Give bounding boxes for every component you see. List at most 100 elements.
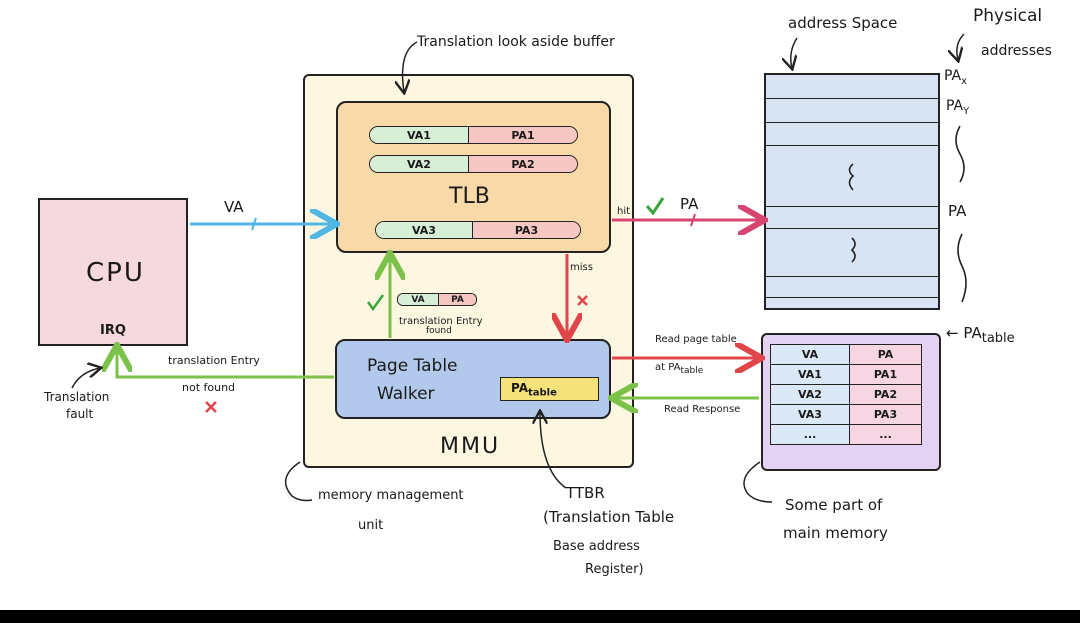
mem-divider (764, 297, 940, 298)
mmu-caption-line1: memory management (318, 488, 464, 503)
mem-divider (764, 145, 940, 146)
page-table-va: ... (770, 424, 850, 445)
read-page-table-label-line2: at PAtable (655, 362, 703, 376)
table-row: ...... (770, 424, 922, 445)
cpu-label: CPU (86, 258, 145, 288)
tlb-entry-pa: PA1 (469, 127, 577, 143)
found-entry-va: VA (398, 294, 439, 305)
bottom-bar (0, 610, 1080, 623)
page-table-va: VA (770, 344, 850, 365)
cpu-box (38, 198, 188, 346)
not-found-cross-icon (205, 401, 217, 413)
mem-divider (764, 206, 940, 207)
pa-range-label: PA (948, 202, 967, 220)
not-found-label-line2: not found (182, 381, 236, 394)
miss-label: miss (570, 262, 593, 273)
pa-x-sub: x (961, 75, 968, 87)
tlb-entry-va: VA2 (370, 156, 469, 172)
squiggle-icon (848, 163, 855, 191)
found-check-icon (366, 294, 385, 312)
fault-pointer (71, 368, 100, 389)
pa-x-label: PAx (944, 68, 967, 87)
main-memory-caption-line2: main memory (783, 524, 888, 542)
hit-check-icon (645, 197, 665, 216)
not-found-label-line1: translation Entry (168, 354, 260, 367)
pa-table-sub: table (527, 387, 557, 399)
address-space-title: address Space (788, 14, 898, 32)
pa-table-arrow-icon: ← (946, 324, 959, 342)
read-at-pa-sub: table (680, 366, 704, 376)
miss-cross-icon (577, 295, 588, 306)
found-label-line2: found (426, 326, 452, 336)
tlb-entry-va: VA3 (376, 222, 473, 238)
pa-table-pointer-sub: table (981, 331, 1015, 346)
page-table-pa: PA2 (849, 384, 922, 405)
pa-y-sub: Y (963, 105, 970, 117)
translation-fault-label-line2: fault (66, 407, 94, 421)
va-arrow-label: VA (224, 198, 244, 216)
range-squiggle-icon (957, 233, 967, 303)
page-table-va: VA1 (770, 364, 850, 385)
ttbr-pointer (540, 412, 567, 489)
page-table-pa: PA3 (849, 404, 922, 425)
physical-addresses-line1: Physical (973, 6, 1043, 26)
ptw-label-line2: Walker (377, 384, 435, 404)
page-table-pa: PA1 (849, 364, 922, 385)
range-squiggle-icon (955, 125, 965, 183)
mmu-caption-pointer (284, 461, 313, 502)
page-table-va: VA2 (770, 384, 850, 405)
page-table-pa: ... (849, 424, 922, 445)
mem-divider (764, 122, 940, 123)
address-space-box (764, 73, 940, 310)
tlb-entry-pa: PA3 (473, 222, 580, 238)
tlb-caption-pointer (403, 41, 418, 92)
found-entry: VA PA (397, 293, 477, 306)
found-label-line1: translation Entry (399, 316, 483, 327)
irq-label: IRQ (100, 323, 126, 338)
page-table-pa: PA (849, 344, 922, 365)
squiggle-icon (850, 237, 856, 263)
pa-arrow-label: PA (680, 195, 699, 213)
read-response-label: Read Response (664, 404, 741, 415)
mem-divider (764, 98, 940, 99)
tlb-entry-va: VA1 (370, 127, 469, 143)
tlb-entry: VA3 PA3 (375, 221, 581, 239)
not-found-arrow (117, 348, 334, 379)
ttbr-line1: TTBR (566, 484, 605, 502)
main-memory-pointer (743, 461, 773, 503)
va-tick (251, 217, 257, 231)
tlb-entry: VA2 PA2 (369, 155, 578, 173)
address-space-pointer (791, 37, 798, 68)
read-at-pa: at PA (655, 362, 681, 373)
pa-table-main: PA (511, 381, 528, 395)
page-table-va: VA3 (770, 404, 850, 425)
mmu-label: MMU (440, 434, 501, 459)
pa-table-pointer-main: PA (963, 324, 982, 342)
translation-fault-label-line1: Translation (44, 390, 110, 404)
tlb-entry-pa: PA2 (469, 156, 577, 172)
pa-table-pointer-label: ← PAtable (946, 324, 1015, 346)
ttbr-line2: (Translation Table (543, 508, 675, 526)
physical-addresses-line2: addresses (981, 43, 1052, 59)
ttbr-line3: Base address (553, 539, 640, 554)
tlb-label: TLB (449, 184, 490, 209)
mmu-caption-line2: unit (358, 518, 384, 533)
main-memory-caption-line1: Some part of (785, 496, 883, 514)
pa-x-main: PA (944, 68, 962, 84)
pa-table-register-box (500, 377, 599, 401)
tlb-entry: VA1 PA1 (369, 126, 578, 144)
ptw-label-line1: Page Table (367, 356, 458, 376)
mem-divider (764, 228, 940, 229)
mem-divider (764, 276, 940, 277)
read-page-table-label-line1: Read page table (655, 334, 737, 345)
found-entry-pa: PA (439, 294, 476, 305)
hit-label: hit (617, 206, 631, 217)
pa-y-label: PAY (946, 98, 969, 117)
pa-tick (690, 213, 696, 227)
